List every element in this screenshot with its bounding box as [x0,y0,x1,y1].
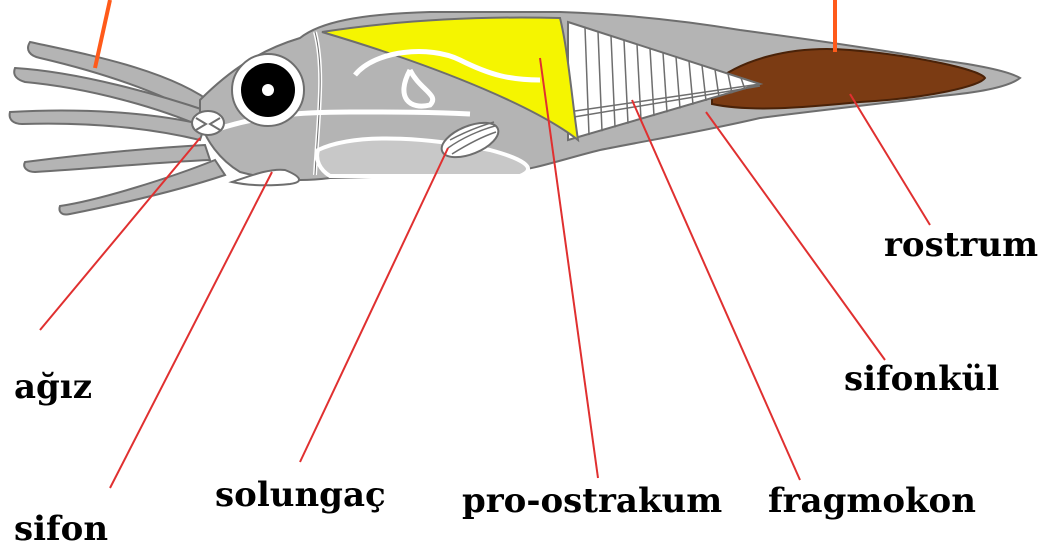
label-sifon: sifon [14,512,108,546]
label-pro-ostrakum: pro-ostrakum [462,484,722,518]
label-fragmokon: fragmokon [768,484,976,518]
leader-line-sifon [110,172,272,488]
label-sifonkul: sifonkül [844,362,999,396]
label-agiz: ağız [14,370,92,404]
label-rostrum: rostrum [884,228,1038,262]
leader-line-sifonkul [706,112,885,360]
eye [232,54,304,126]
leader-line-solungac [300,148,448,462]
leader-line-rostrum [850,94,930,225]
label-solungac: solungaç [215,478,386,512]
mouth [192,111,224,135]
leader-line-fragmokon [632,100,800,480]
